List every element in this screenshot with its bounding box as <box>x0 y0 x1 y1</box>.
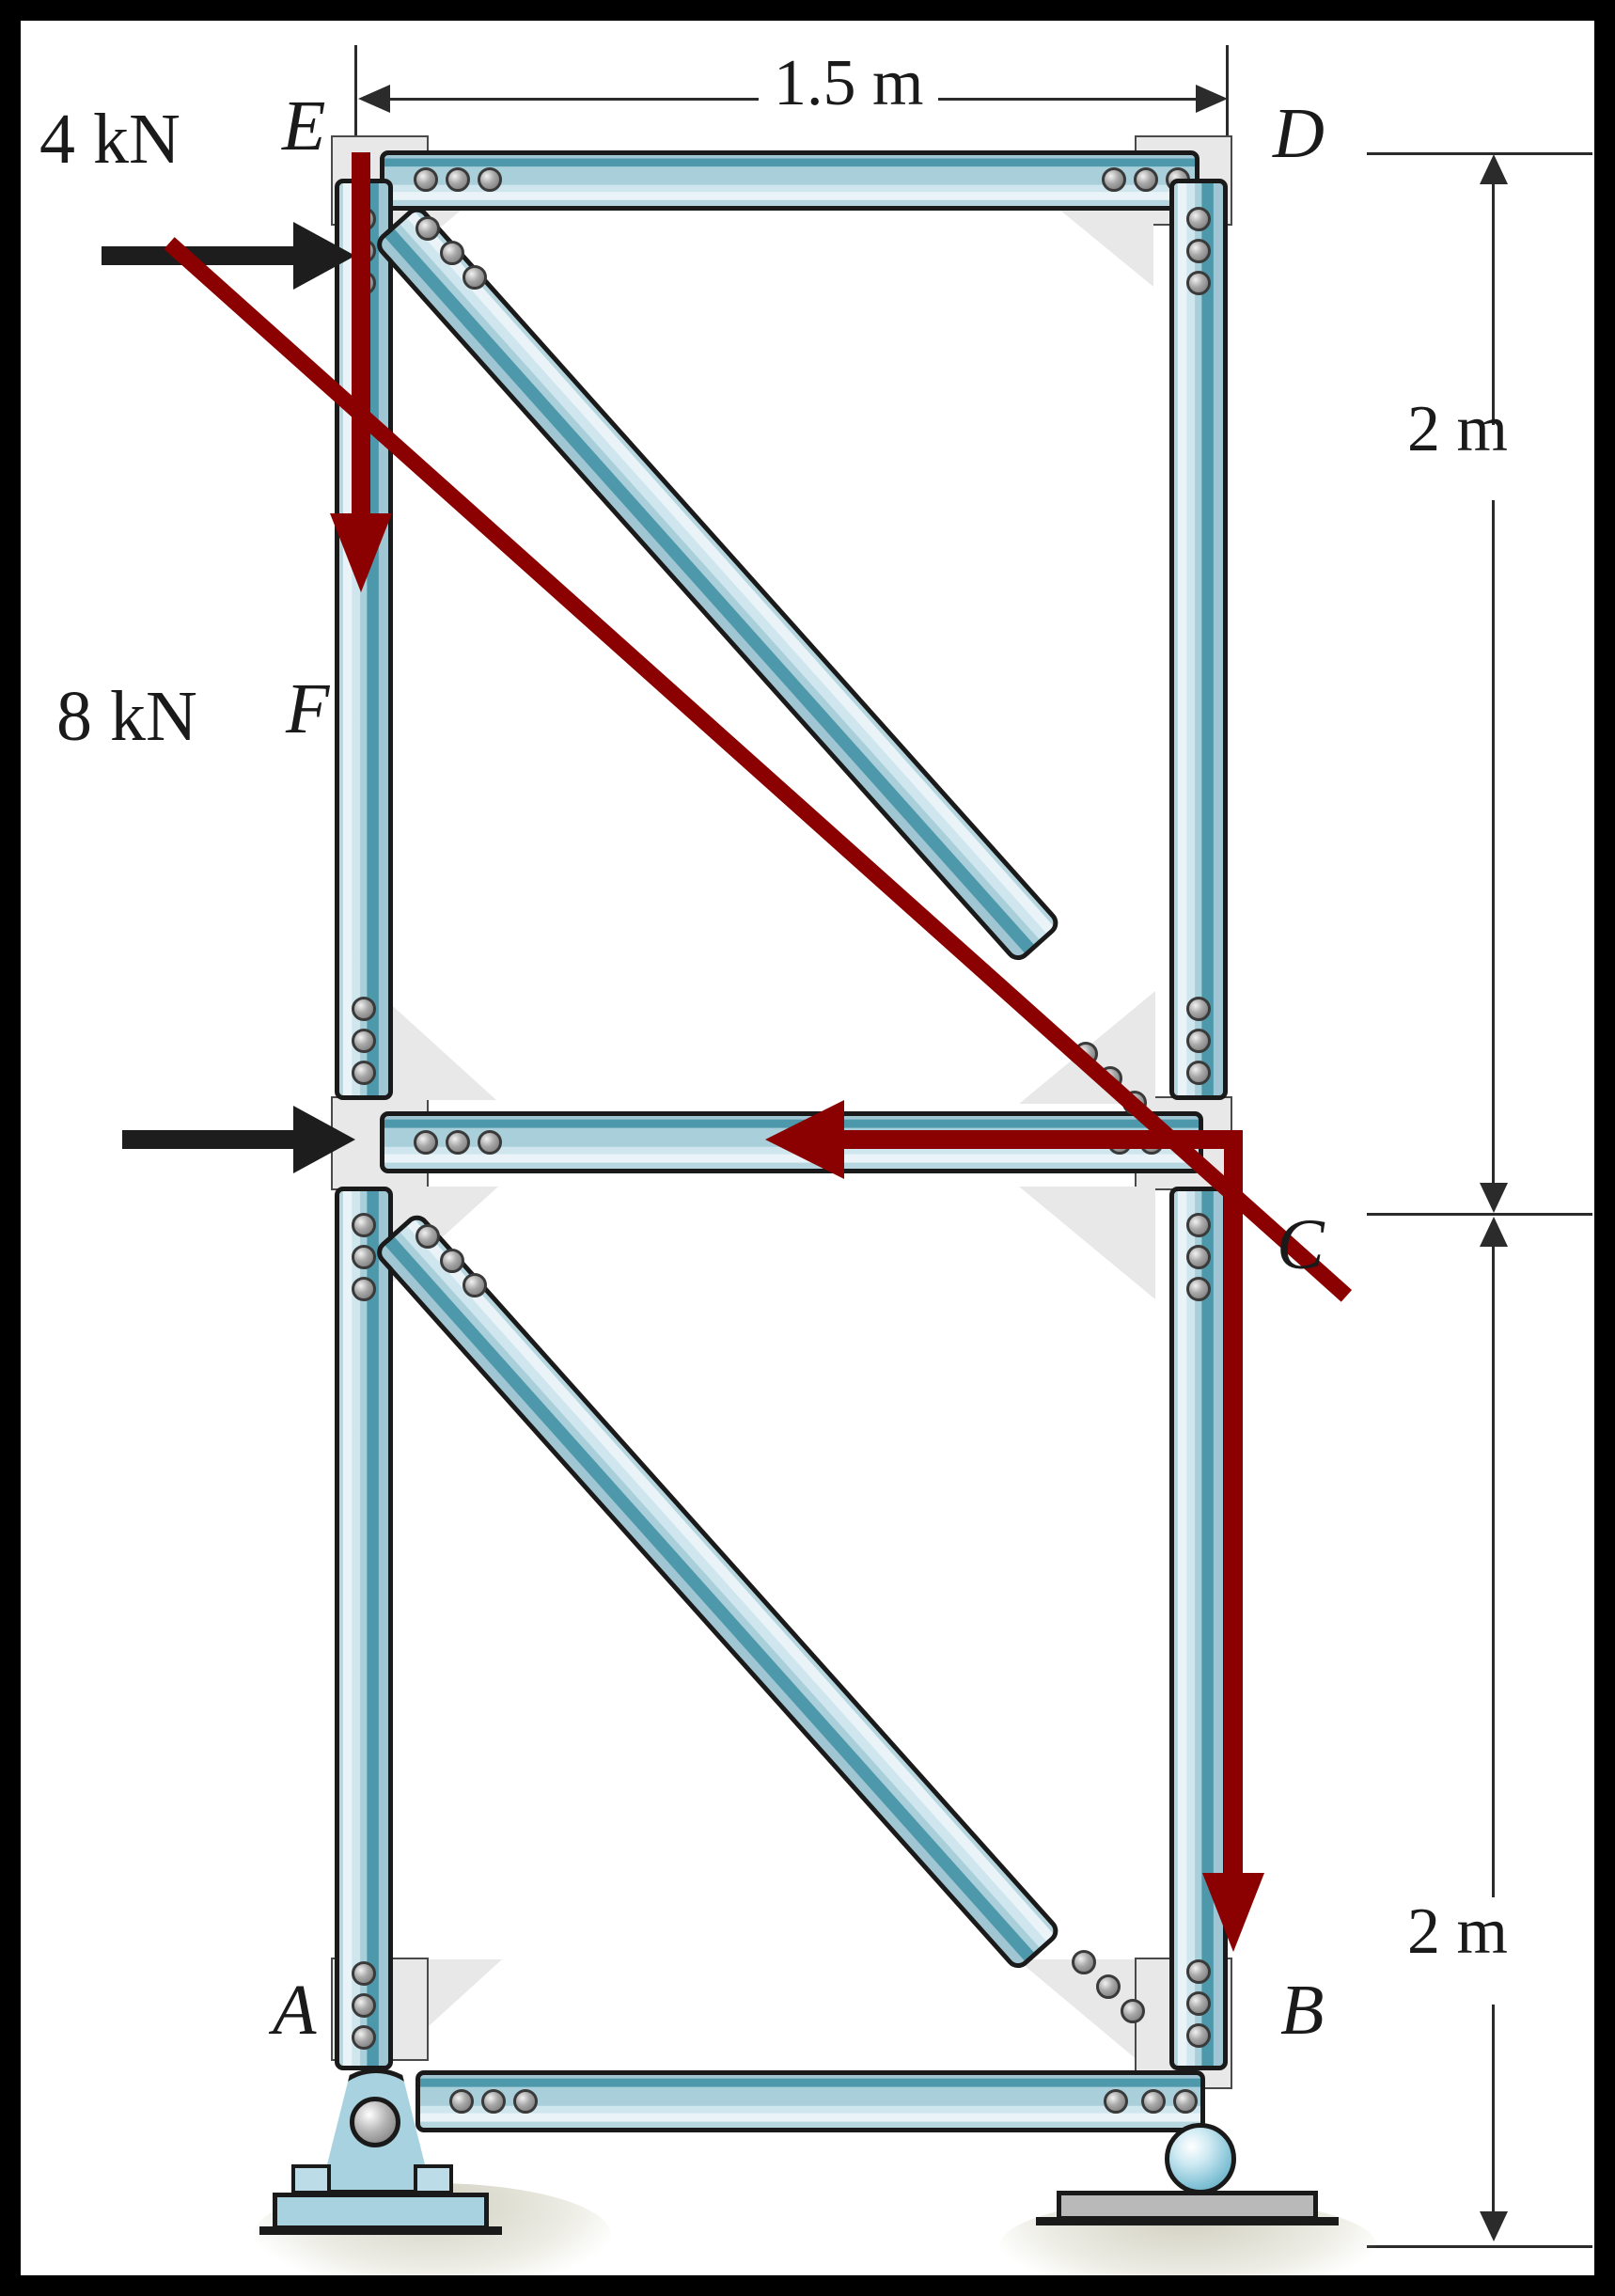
dimension-line-lower-story <box>1492 1226 1495 1897</box>
rivet <box>1186 1029 1211 1053</box>
rivet <box>463 1273 487 1297</box>
member-brace-lower <box>371 1210 1064 1974</box>
joint-label-f: F <box>286 669 330 748</box>
dimension-tick-bottom <box>1367 2245 1592 2248</box>
annotation-arrow-shaft-cb <box>1224 1136 1243 1879</box>
rivet <box>1102 167 1126 192</box>
rivet <box>478 167 502 192</box>
rivet <box>1134 167 1158 192</box>
dimension-tick-top <box>1367 152 1592 155</box>
support-a-bolt-right <box>414 2164 453 2194</box>
rivet <box>352 1961 376 1986</box>
support-a-base-plate <box>273 2193 489 2230</box>
support-b-roller <box>1165 2123 1236 2194</box>
dimension-label-upper-story: 2 m <box>1407 393 1508 465</box>
annotation-arrow-head-ef <box>330 513 392 592</box>
dimension-arrowhead-right <box>1196 85 1228 113</box>
member-beam-ed <box>380 150 1199 211</box>
rivet <box>416 1224 440 1249</box>
joint-label-c: C <box>1277 1205 1325 1284</box>
rivet <box>1186 1213 1211 1237</box>
rivet <box>352 1277 376 1301</box>
annotation-arrow-head-fc <box>765 1100 844 1179</box>
annotation-arrow-shaft-ef <box>352 152 370 519</box>
rivet <box>352 2025 376 2050</box>
support-a-bolt-left <box>291 2164 331 2194</box>
rivet <box>1186 1959 1211 1984</box>
rivet <box>1096 1974 1121 1999</box>
gusset-c-lower <box>1019 1187 1155 1299</box>
rivet <box>352 997 376 1021</box>
annotation-arrow-head-cb <box>1202 1873 1264 1952</box>
rivet <box>414 167 438 192</box>
load-label-8kn: 8 kN <box>56 677 197 756</box>
load-arrow-head-4kn <box>293 222 355 290</box>
rivet <box>1186 1245 1211 1269</box>
annotation-arrow-shaft-fc <box>837 1130 1243 1149</box>
diagram-canvas: 1.5 m 2 m 2 m <box>21 21 1594 2275</box>
rivet <box>1186 207 1211 231</box>
dimension-line-upper-story-b <box>1492 500 1495 1183</box>
rivet <box>1186 997 1211 1021</box>
rivet <box>481 2089 506 2114</box>
rivet <box>440 241 464 265</box>
dimension-tick-middle <box>1367 1213 1592 1216</box>
rivet <box>1121 1999 1145 2023</box>
support-a-ground-line <box>259 2226 502 2235</box>
support-b-ground-line <box>1036 2217 1339 2225</box>
rivet <box>1186 1277 1211 1301</box>
rivet <box>440 1249 464 1273</box>
load-arrow-head-8kn <box>293 1106 355 1173</box>
load-label-4kn: 4 kN <box>39 100 180 179</box>
joint-label-d: D <box>1273 94 1325 173</box>
rivet <box>1186 1061 1211 1085</box>
rivet <box>1186 1991 1211 2016</box>
extension-line-left <box>354 45 357 186</box>
rivet <box>446 167 470 192</box>
rivet <box>352 1993 376 2018</box>
load-arrow-shaft-4kn <box>102 246 310 265</box>
rivet <box>352 1213 376 1237</box>
load-arrow-shaft-8kn <box>122 1130 310 1149</box>
rivet <box>1186 2023 1211 2048</box>
joint-label-b: B <box>1280 1971 1325 2050</box>
dimension-arrowhead-left <box>358 85 390 113</box>
support-a-pin <box>350 2097 400 2147</box>
rivet <box>1072 1950 1096 1974</box>
rivet <box>1104 2089 1128 2114</box>
rivet <box>1173 2089 1198 2114</box>
rivet <box>478 1130 502 1155</box>
rivet <box>1141 2089 1166 2114</box>
extension-line-right <box>1226 45 1229 186</box>
member-column-fa <box>335 1187 393 2070</box>
rivet <box>463 265 487 290</box>
member-beam-ab <box>416 2070 1205 2132</box>
rivet <box>446 1130 470 1155</box>
dimension-label-lower-story: 2 m <box>1407 1895 1508 1968</box>
rivet <box>513 2089 538 2114</box>
dimension-line-upper-story <box>1492 164 1495 425</box>
dimension-arrowhead-lower-bottom <box>1480 2211 1508 2241</box>
rivet <box>352 1245 376 1269</box>
rivet <box>414 1130 438 1155</box>
dimension-arrowhead-upper-top <box>1480 154 1508 184</box>
rivet <box>352 1029 376 1053</box>
rivet <box>1186 271 1211 295</box>
rivet <box>352 1061 376 1085</box>
joint-label-e: E <box>282 86 326 165</box>
rivet <box>449 2089 474 2114</box>
dimension-label-width: 1.5 m <box>759 51 939 117</box>
rivet <box>1186 239 1211 263</box>
member-brace-upper <box>371 202 1064 966</box>
dimension-line-lower-story-b <box>1492 2005 1495 2213</box>
member-column-dc <box>1169 179 1228 1100</box>
joint-label-a: A <box>273 1971 317 2050</box>
dimension-arrowhead-upper-bottom <box>1480 1183 1508 1213</box>
dimension-arrowhead-lower-top <box>1480 1217 1508 1247</box>
rivet <box>416 216 440 241</box>
